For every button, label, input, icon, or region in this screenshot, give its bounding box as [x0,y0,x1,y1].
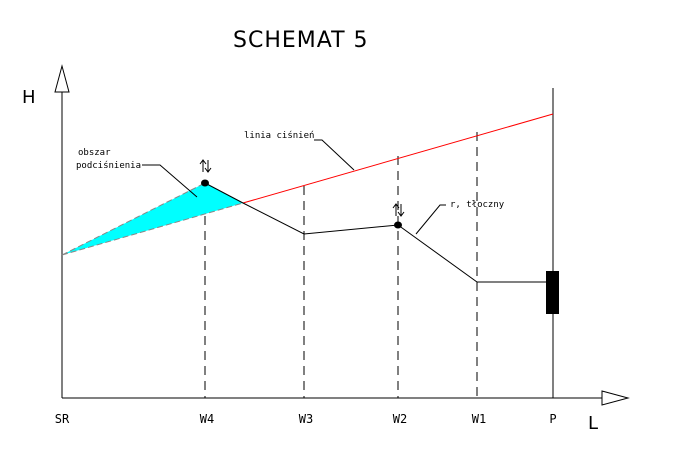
pressure-line-label: linia ciśnień [244,130,314,141]
vacuum-area-label-line2: podciśnienia [76,160,141,171]
pressure-line-leader-line [314,139,355,171]
vacuum-area [62,183,243,255]
y-axis: H [22,64,70,398]
air-valve-w4 [199,159,212,187]
x-axis-label: L [588,413,598,434]
y-axis-arrow-icon [54,64,70,93]
vacuum-area-lower-edge [61,202,244,256]
station-label-sr: SR [55,412,70,426]
pipe-label: r, tłoczny [450,200,505,210]
air-valve-icon [199,159,212,173]
station-lines [204,88,554,398]
station-label-w1: W1 [472,412,486,426]
station-label-w4: W4 [200,412,214,426]
vacuum-area-leader-line [142,164,198,198]
air-valve-icon [392,203,405,217]
pipe-leader-line [415,204,446,235]
y-axis-label: H [22,87,36,108]
x-axis-arrow-icon [601,390,630,406]
station-label-p: P [549,412,556,426]
x-axis: L [62,390,630,434]
diagram-title: SCHEMAT 5 [233,28,369,53]
station-labels: SR W4 W3 W2 W1 P [55,412,557,426]
air-valve-w2 [392,203,405,229]
pressure-line [242,113,554,204]
pipe-profile [204,182,553,283]
station-label-w2: W2 [393,412,407,426]
vacuum-area-label-line1: obszar [78,148,111,158]
station-label-w3: W3 [299,412,313,426]
pump-icon [546,271,559,314]
